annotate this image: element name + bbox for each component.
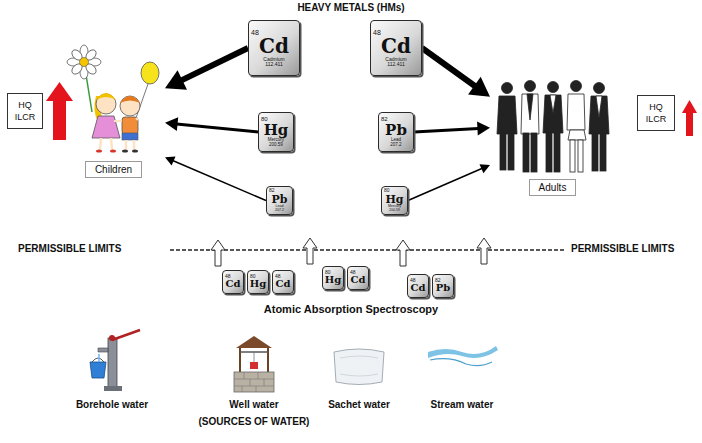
group-label: Adults — [529, 179, 577, 196]
arrow-shaft — [181, 48, 248, 80]
element-tile: 48Cd — [272, 270, 294, 294]
text-label: Stream water — [431, 399, 494, 410]
exposure-arrow — [165, 48, 248, 90]
text-label: Atomic Absorption Spectroscopy — [264, 303, 438, 315]
element-symbol: Cd — [351, 275, 366, 286]
increase-arrow-large — [46, 82, 73, 140]
well-icon — [234, 336, 274, 392]
arrow-head — [165, 70, 187, 89]
stream-icon — [428, 346, 498, 366]
sachet-icon — [334, 349, 384, 385]
arrow-shaft — [173, 161, 266, 201]
element-tile: 48Cd — [407, 274, 429, 298]
group-figure: Children — [62, 40, 165, 178]
element-tile: 80HgMercury200.59 — [258, 112, 294, 152]
atomic-mass: 112.411 — [265, 62, 282, 67]
children-illustration — [67, 45, 159, 153]
index-text: HQ ILCR — [11, 99, 39, 123]
element-tile: 80Hg — [247, 270, 269, 294]
arrow-shaft — [414, 128, 478, 132]
group-label: Children — [85, 161, 142, 178]
arrow-head — [477, 122, 490, 136]
element-tile: 82PbLead207.2 — [378, 112, 414, 152]
element-symbol: Cd — [381, 36, 411, 57]
arrow-head — [468, 77, 490, 97]
element-symbol: Cd — [259, 36, 289, 57]
adults-illustration — [497, 81, 609, 173]
arrow-head — [165, 117, 178, 131]
arrow-shaft — [408, 168, 482, 200]
text-label: PERMISSIBLE LIMITS — [571, 243, 674, 254]
text-label: Well water — [229, 399, 278, 410]
atomic-number: 48 — [371, 29, 381, 36]
arrow-shaft — [422, 48, 475, 86]
element-symbol: Pb — [272, 194, 288, 206]
borehole-pump-icon — [90, 330, 140, 391]
diagram-title: HEAVY METALS (HMs) — [0, 2, 702, 13]
hollow-arrows — [211, 238, 491, 266]
element-symbol: Hg — [264, 123, 289, 139]
index-box: HQ ILCR — [7, 93, 43, 129]
element-tile: 82Pb — [432, 274, 454, 298]
element-tile: 80HgMercury200.59 — [381, 186, 408, 215]
element-tile: 48CdCadmium112.411 — [248, 20, 300, 76]
text-label: Sachet water — [328, 399, 390, 410]
element-symbol: Cd — [276, 279, 291, 290]
atomic-mass: 200.59 — [269, 143, 283, 148]
arrow-head — [165, 156, 175, 165]
element-tile: 80Hg — [322, 266, 344, 290]
text-label: (SOURCES OF WATER) — [199, 416, 310, 427]
element-tile: 48Cd — [347, 266, 369, 290]
element-symbol: Hg — [250, 279, 266, 290]
element-symbol: Pb — [436, 283, 451, 294]
index-box: HQ ILCR — [637, 95, 675, 131]
index-text: HQ ILCR — [641, 101, 671, 125]
element-symbol: Cd — [226, 279, 241, 290]
arrow-head — [479, 164, 490, 173]
text-label: PERMISSIBLE LIMITS — [18, 243, 121, 254]
exposure-arrow — [422, 48, 490, 97]
element-tile: 48CdCadmium112.411 — [370, 20, 422, 76]
text-label: Borehole water — [76, 399, 148, 410]
atomic-mass: 112.411 — [387, 62, 404, 67]
element-symbol: Hg — [385, 194, 403, 206]
atomic-number: 48 — [249, 29, 259, 36]
atomic-mass: 200.59 — [389, 209, 400, 213]
group-figure: Adults — [490, 72, 615, 196]
exposure-arrow — [408, 164, 490, 200]
arrow-shaft — [177, 124, 258, 132]
atomic-mass: 207.2 — [390, 143, 401, 148]
exposure-arrow — [414, 122, 490, 136]
exposure-arrow — [165, 156, 266, 200]
element-symbol: Hg — [325, 275, 341, 286]
element-tile: 48Cd — [222, 270, 244, 294]
exposure-arrow — [165, 117, 258, 132]
element-tile: 82PbLead207.2 — [266, 186, 293, 215]
limit-line — [170, 249, 566, 250]
element-symbol: Cd — [411, 283, 426, 294]
increase-arrow-small — [682, 100, 697, 136]
element-symbol: Pb — [385, 123, 407, 139]
atomic-mass: 207.2 — [275, 209, 284, 213]
